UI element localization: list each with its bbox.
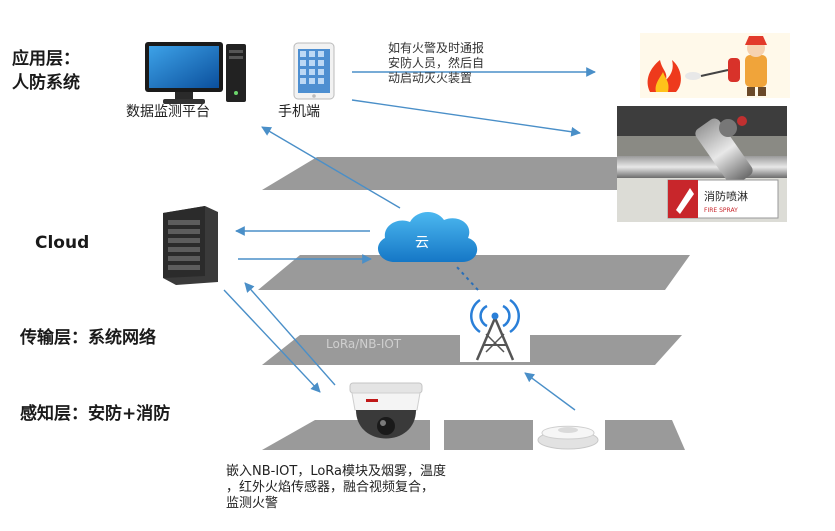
- cloud-label: 云: [415, 235, 429, 251]
- alarm-note-line: 如有火警及时通报: [388, 41, 485, 55]
- sensor-note-line: 嵌入NB-IOT，LoRa模块及烟雾，温度: [226, 464, 447, 479]
- server-rack-icon: [163, 206, 218, 285]
- link-tower-to-cloud: [455, 265, 479, 291]
- transport-layer-label: 传输层：系统网络: [20, 328, 156, 348]
- smoke-sensor-icon: [533, 415, 605, 457]
- arrow-to-sprinkler: [351, 99, 581, 137]
- arrow-sensor-to-tower: [524, 372, 576, 411]
- dome-camera-icon: [349, 382, 423, 439]
- sensor-note-line: 监测火警: [226, 496, 279, 511]
- sensor-note: 嵌入NB-IOT，LoRa模块及烟雾，温度 ，红外火焰传感器，融合视频复合， 监…: [226, 464, 446, 512]
- arrow-server-to-camera: [223, 289, 321, 393]
- plane-gap: [430, 418, 444, 452]
- sprinkler-sign-text: 消防喷淋: [704, 189, 748, 203]
- application-layer-subtitle: 人防系统: [12, 73, 80, 93]
- sensor-note-line: ，红外火焰传感器，融合视频复合，: [226, 480, 435, 495]
- cloud-icon: [377, 211, 478, 262]
- arrow-cloud-to-platform: [261, 126, 401, 209]
- alarm-note-line: 动启动灭火装置: [388, 71, 473, 85]
- sprinkler-photo: [617, 106, 787, 222]
- cloud-layer-label: Cloud: [35, 233, 90, 253]
- monitor-platform-label: 数据监测平台: [126, 104, 210, 120]
- mobile-device-icon: [293, 42, 335, 100]
- sprinkler-sign-subtext: FIRE SPRAY: [704, 207, 738, 214]
- firefighter-illustration: [640, 33, 790, 98]
- application-layer-title: 应用层：: [12, 49, 80, 69]
- desktop-computer-icon: [145, 42, 246, 104]
- arrow-camera-to-server: [244, 282, 336, 386]
- alarm-note: 如有火警及时通报 安防人员，然后自 动启动灭火装置: [388, 41, 484, 86]
- plane-perception: [262, 420, 685, 450]
- plane-cloud: [258, 255, 690, 290]
- mobile-label: 手机端: [278, 104, 320, 120]
- alarm-note-line: 安防人员，然后自: [388, 56, 485, 70]
- perception-layer-label: 感知层：安防+消防: [20, 404, 171, 424]
- plane-application: [262, 157, 680, 190]
- signal-tower-icon: [460, 290, 530, 362]
- network-label: LoRa/NB-IOT: [326, 337, 402, 351]
